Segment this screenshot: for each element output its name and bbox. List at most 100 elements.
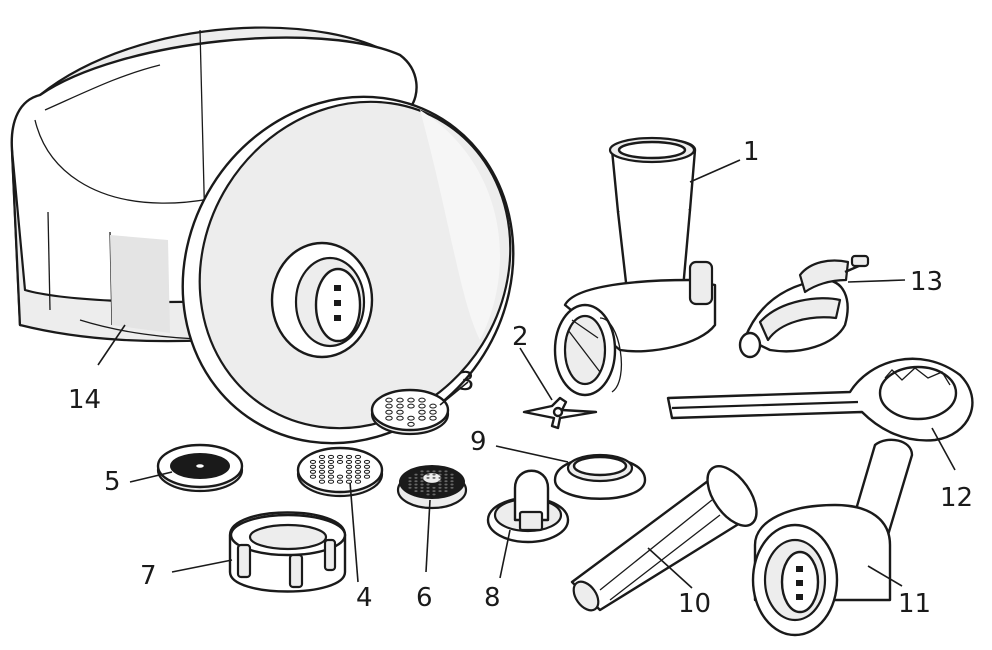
disc-hole: [414, 476, 418, 479]
disc-hole: [327, 469, 335, 474]
disc-hole: [407, 403, 415, 409]
disc-hole: [318, 464, 326, 469]
disc-hole: [327, 464, 335, 469]
disc-hole: [450, 476, 454, 479]
disc-hole: [407, 397, 415, 403]
disc-hole: [345, 479, 353, 484]
label-2: 2: [512, 322, 529, 352]
disc-hole: [420, 476, 424, 479]
disc-hole: [450, 483, 454, 486]
part-3-holes: [385, 397, 437, 427]
disc-hole: [450, 480, 454, 483]
disc-hole: [354, 459, 362, 464]
leader-line-4: [349, 481, 359, 583]
disc-hole: [420, 480, 424, 483]
disc-hole: [345, 454, 353, 459]
disc-hole: [450, 473, 454, 476]
disc-hole: [420, 490, 424, 493]
disc-hole: [426, 490, 430, 493]
disc-hole: [354, 479, 362, 484]
label-7: 7: [140, 561, 157, 591]
disc-hole: [408, 480, 412, 483]
disc-hole: [318, 474, 326, 479]
disc-hole: [354, 474, 362, 479]
part-9-spacer-ring: [553, 453, 647, 500]
disc-hole: [327, 479, 335, 484]
disc-hole: [420, 470, 424, 473]
disc-hole: [414, 483, 418, 486]
disc-hole: [309, 459, 317, 464]
disc-hole: [432, 490, 436, 493]
disc-hole: [426, 470, 430, 473]
disc-hole: [414, 473, 418, 476]
part-14-lid: [181, 95, 515, 445]
leader-line-5: [129, 471, 173, 483]
disc-hole: [429, 403, 437, 409]
part-6-teeth: [408, 470, 454, 496]
disc-hole: [345, 464, 353, 469]
disc-hole: [318, 469, 326, 474]
leader-line-14: [97, 324, 126, 366]
disc-hole: [444, 480, 448, 483]
leader-line-7: [171, 559, 233, 573]
disc-hole: [396, 415, 404, 421]
disc-hole: [363, 469, 371, 474]
disc-hole: [432, 486, 436, 489]
part-13-worm-screw: [738, 254, 870, 359]
disc-hole: [336, 454, 344, 459]
label-4: 4: [356, 583, 373, 613]
disc-hole: [420, 486, 424, 489]
part-8-kebbe-attachment: [486, 469, 570, 544]
disc-hole: [426, 483, 430, 486]
part-1-grinder-body: [553, 136, 717, 397]
disc-hole: [354, 469, 362, 474]
disc-hole: [450, 486, 454, 489]
disc-hole: [444, 483, 448, 486]
label-5: 5: [104, 467, 121, 497]
disc-hole: [363, 474, 371, 479]
disc-hole: [432, 493, 436, 496]
leader-line-10: [647, 547, 693, 589]
disc-hole: [438, 473, 442, 476]
disc-hole: [407, 421, 415, 427]
disc-hole: [438, 476, 442, 479]
disc-hole: [408, 476, 412, 479]
part-11-cone-attachment: [751, 438, 914, 637]
disc-hole: [327, 459, 335, 464]
label-1: 1: [743, 137, 760, 167]
label-3: 3: [458, 367, 475, 397]
disc-hole: [336, 479, 344, 484]
disc-hole: [318, 479, 326, 484]
disc-hole: [414, 480, 418, 483]
leader-line-12: [931, 427, 956, 471]
disc-hole: [327, 474, 335, 479]
disc-hole: [426, 493, 430, 496]
label-10: 10: [678, 589, 711, 619]
leader-line-9: [495, 445, 569, 463]
part-10-sausage-nozzle: [570, 465, 758, 612]
part-2-cutting-blade: [522, 396, 598, 430]
disc-hole: [385, 403, 393, 409]
disc-hole: [438, 490, 442, 493]
disc-hole: [309, 469, 317, 474]
disc-hole: [385, 397, 393, 403]
label-8: 8: [484, 583, 501, 613]
disc-hole: [318, 454, 326, 459]
disc-hole: [429, 409, 437, 415]
disc-hole: [336, 474, 344, 479]
disc-hole: [438, 486, 442, 489]
disc-hole: [408, 483, 412, 486]
disc-hole: [429, 415, 437, 421]
disc-hole: [426, 473, 430, 476]
disc-hole: [414, 486, 418, 489]
disc-hole: [385, 409, 393, 415]
disc-hole: [432, 473, 436, 476]
label-9: 9: [470, 427, 487, 457]
label-6: 6: [416, 583, 433, 613]
disc-hole: [354, 454, 362, 459]
disc-hole: [309, 474, 317, 479]
part-6-pre-cutter: [396, 465, 468, 510]
disc-hole: [420, 483, 424, 486]
disc-hole: [444, 476, 448, 479]
